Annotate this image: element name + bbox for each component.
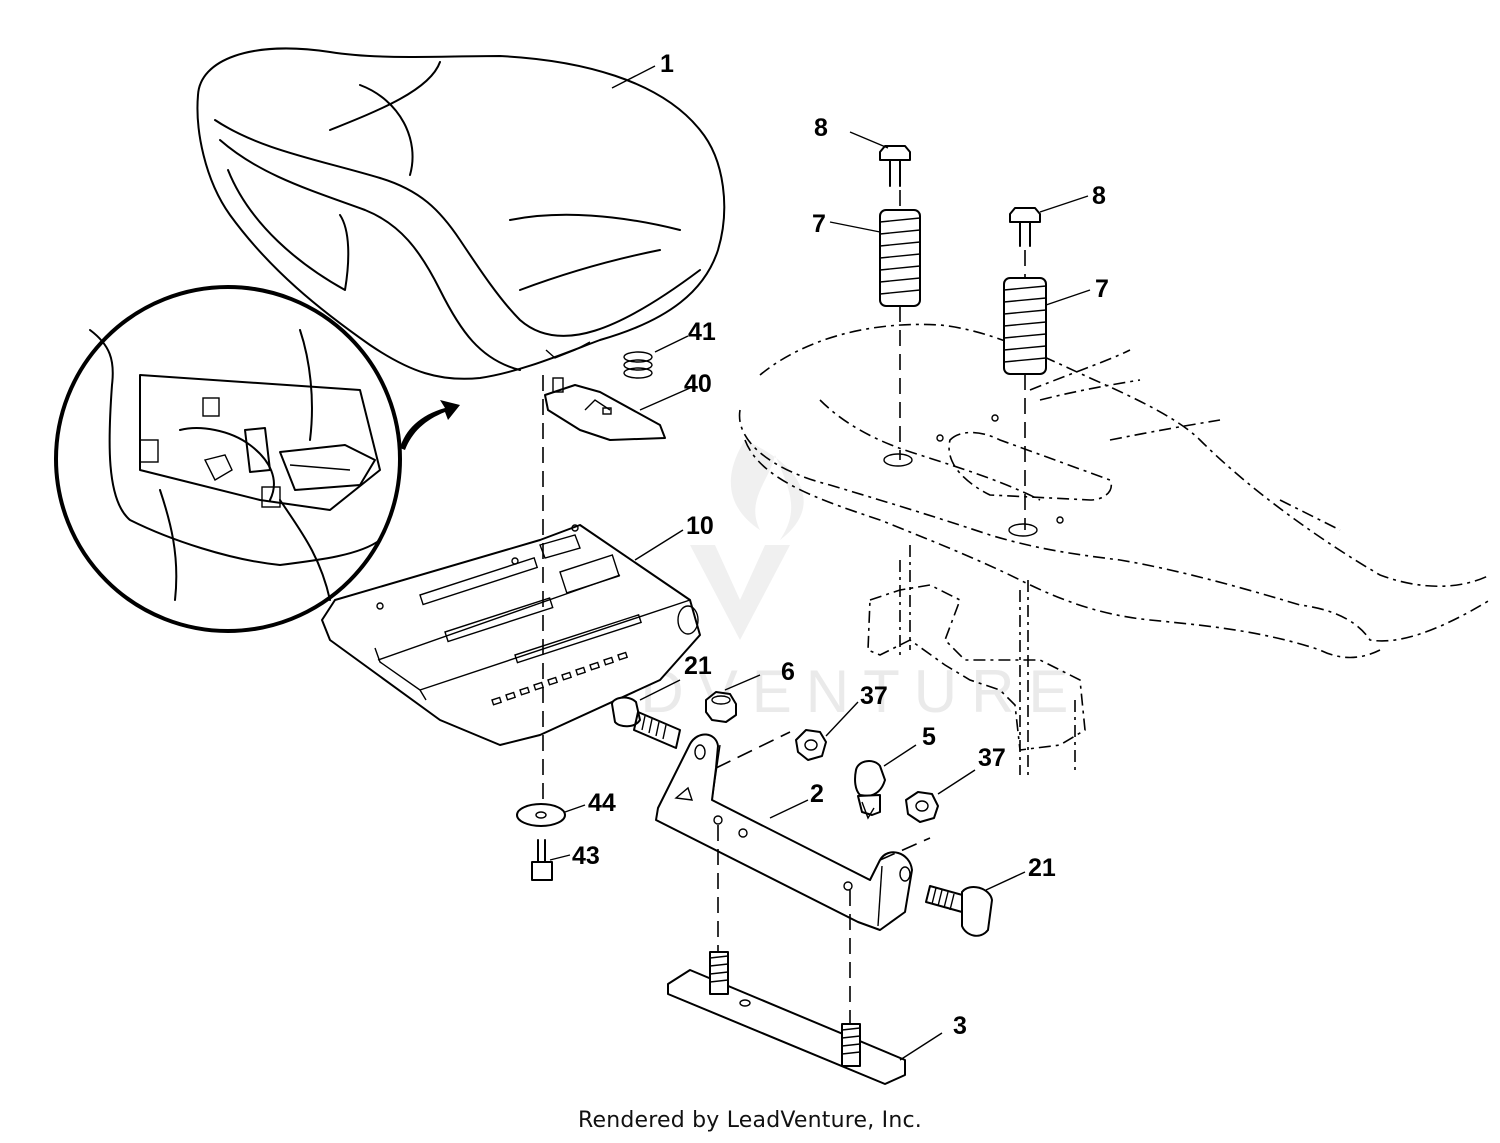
seat-pan-slots bbox=[491, 651, 629, 706]
label-part-44: 44 bbox=[588, 789, 616, 817]
label-part-2: 2 bbox=[810, 780, 824, 808]
detail-view-circle bbox=[54, 285, 460, 633]
deck-outline bbox=[738, 323, 1491, 659]
part-21-bolt-left bbox=[611, 679, 681, 749]
part-21-bolt-right bbox=[925, 871, 1026, 937]
label-part-3: 3 bbox=[953, 1012, 967, 1040]
label-part-21-right: 21 bbox=[1028, 854, 1056, 882]
part-37-nut-left bbox=[795, 701, 859, 761]
label-part-8-left: 8 bbox=[814, 114, 828, 142]
part-43-bolt bbox=[531, 839, 571, 881]
label-part-7-left: 7 bbox=[812, 210, 826, 238]
part-8-bolt-right bbox=[1009, 195, 1089, 247]
label-part-10: 10 bbox=[686, 512, 714, 540]
label-part-1: 1 bbox=[660, 50, 674, 78]
part-8-bolt-left bbox=[849, 131, 911, 187]
label-part-8-right: 8 bbox=[1092, 182, 1106, 210]
part-41-spring bbox=[623, 335, 689, 379]
part-37-nut-right bbox=[905, 769, 976, 823]
part-3-base-plate bbox=[667, 951, 943, 1085]
part-2-bracket bbox=[655, 731, 931, 931]
deck-brackets bbox=[867, 545, 1086, 775]
part-7-spring-right bbox=[1003, 277, 1091, 375]
part-5-clip bbox=[854, 744, 917, 820]
part-40-latch bbox=[544, 377, 691, 441]
footer-credit: Rendered by LeadVenture, Inc. bbox=[578, 1108, 922, 1133]
label-part-21-left: 21 bbox=[684, 652, 712, 680]
part-6-nut bbox=[705, 674, 761, 723]
label-part-41: 41 bbox=[688, 318, 716, 346]
label-part-40: 40 bbox=[684, 370, 712, 398]
seat bbox=[196, 47, 726, 380]
part-7-spring-left bbox=[829, 209, 921, 307]
label-part-7-right: 7 bbox=[1095, 275, 1109, 303]
label-part-6: 6 bbox=[781, 658, 795, 686]
label-part-43: 43 bbox=[572, 842, 600, 870]
part-44-washer bbox=[516, 803, 586, 827]
label-part-37-left: 37 bbox=[860, 682, 888, 710]
part-10-seat-pan bbox=[321, 524, 701, 746]
label-part-5: 5 bbox=[922, 723, 936, 751]
label-part-37-right: 37 bbox=[978, 744, 1006, 772]
